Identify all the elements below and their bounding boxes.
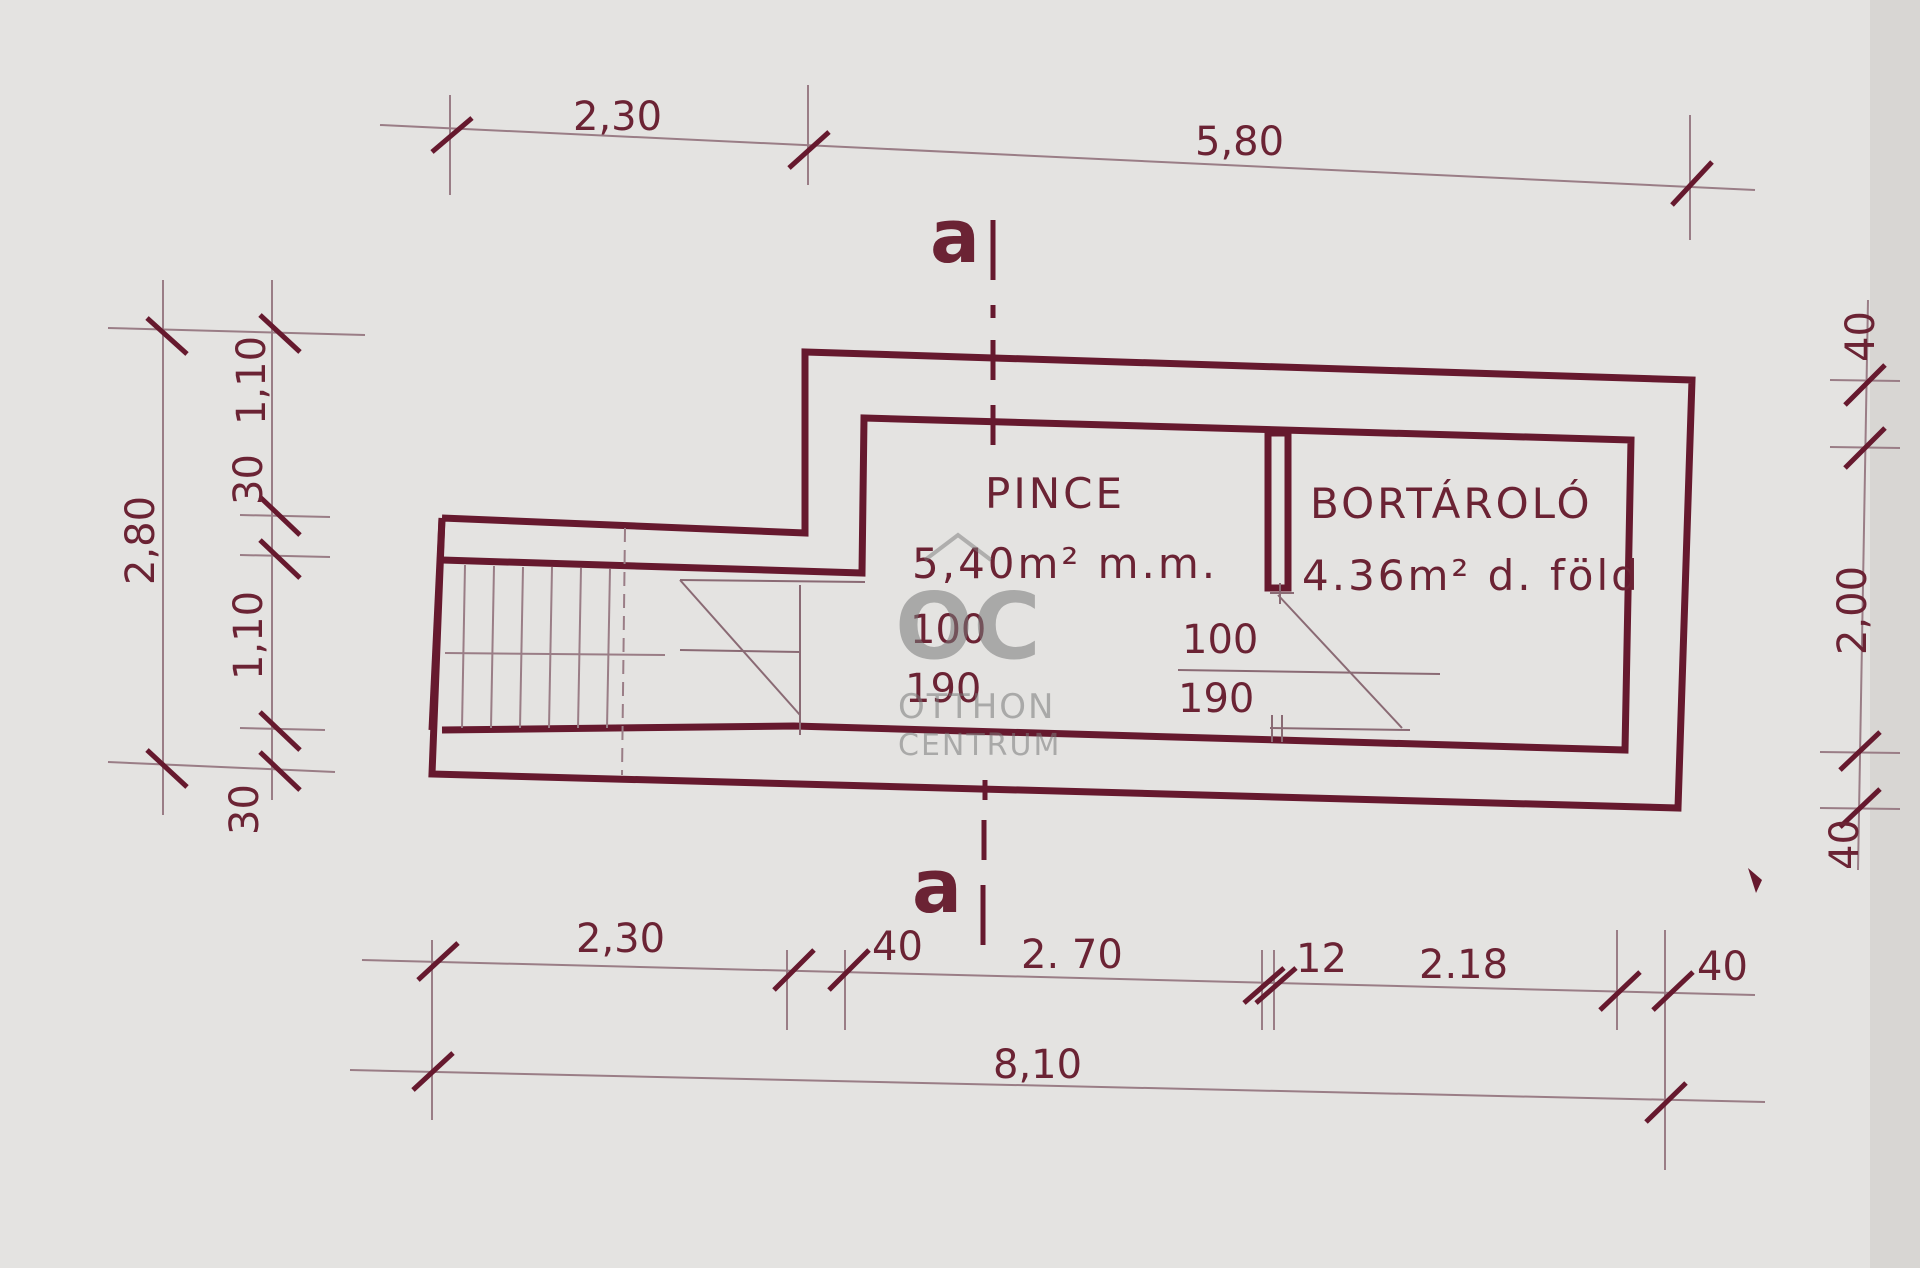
dimension-top-left: 2,30: [573, 94, 662, 140]
door-height-pince: 190: [905, 666, 981, 712]
room-area-pince: 5,40m² m.m.: [912, 539, 1218, 588]
dimension-left-outer: 2,80: [118, 496, 164, 585]
room-name-bortarolo: BORTÁROLÓ: [1310, 478, 1593, 528]
bottom-dimension-ticks: [411, 941, 1695, 1124]
dimension-bottom-6: 40: [1697, 944, 1748, 990]
lower-left-wall: [428, 517, 446, 731]
dimension-bottom-4: 12: [1296, 936, 1347, 982]
section-mark-bottom: a: [912, 844, 962, 930]
watermark-house-icon: [923, 532, 993, 562]
watermark-line1: OTTHON: [898, 687, 1055, 727]
dimension-top-right: 5,80: [1195, 119, 1284, 165]
dimension-right-1: 40: [1838, 311, 1884, 362]
dimension-bottom-5: 2.18: [1419, 942, 1508, 988]
dimension-left-1: 1,10: [229, 336, 275, 425]
dimension-left-4: 30: [222, 784, 268, 835]
door-swings: [679, 579, 1441, 742]
room-area-bortarolo: 4.36m² d. föld: [1302, 551, 1641, 600]
watermark: OC OTTHON CENTRUM: [895, 532, 1061, 763]
dimension-left-3: 1,10: [226, 591, 272, 680]
left-dimension-ticks: [145, 313, 302, 792]
dimension-bottom-total: 8,10: [993, 1042, 1082, 1088]
room-name-pince: PINCE: [985, 469, 1125, 518]
dimension-bottom-3: 2. 70: [1021, 932, 1123, 978]
watermark-logo: OC: [895, 573, 1041, 680]
watermark-line2: CENTRUM: [898, 728, 1061, 763]
right-dimension-ticks: [1838, 363, 1887, 829]
dimension-left-2: 30: [226, 454, 272, 505]
page-fold: [1870, 0, 1920, 1268]
stray-mark: [1748, 868, 1762, 893]
section-line: [980, 220, 996, 945]
top-dimension-lines: [379, 85, 1756, 240]
door-width-bortarolo: 100: [1182, 617, 1258, 663]
door-height-bortarolo: 190: [1178, 676, 1254, 722]
dimension-bottom-2: 40: [872, 924, 923, 970]
section-mark-top: a: [930, 194, 980, 280]
dimension-right-2: 2,00: [1830, 566, 1876, 655]
bottom-dimension-lines: [349, 930, 1766, 1170]
walls: [428, 348, 1696, 812]
dimension-bottom-1: 2,30: [576, 916, 665, 962]
outer-wall-top: [428, 348, 1696, 812]
partition-wall: [1264, 429, 1292, 592]
inner-corridor-wall: [441, 414, 1635, 754]
stairs: [444, 527, 666, 776]
dimension-right-3: 40: [1822, 819, 1868, 870]
left-dimension-lines: [107, 280, 366, 815]
door-width-pince: 100: [910, 607, 986, 653]
top-dimension-ticks: [430, 116, 1714, 207]
